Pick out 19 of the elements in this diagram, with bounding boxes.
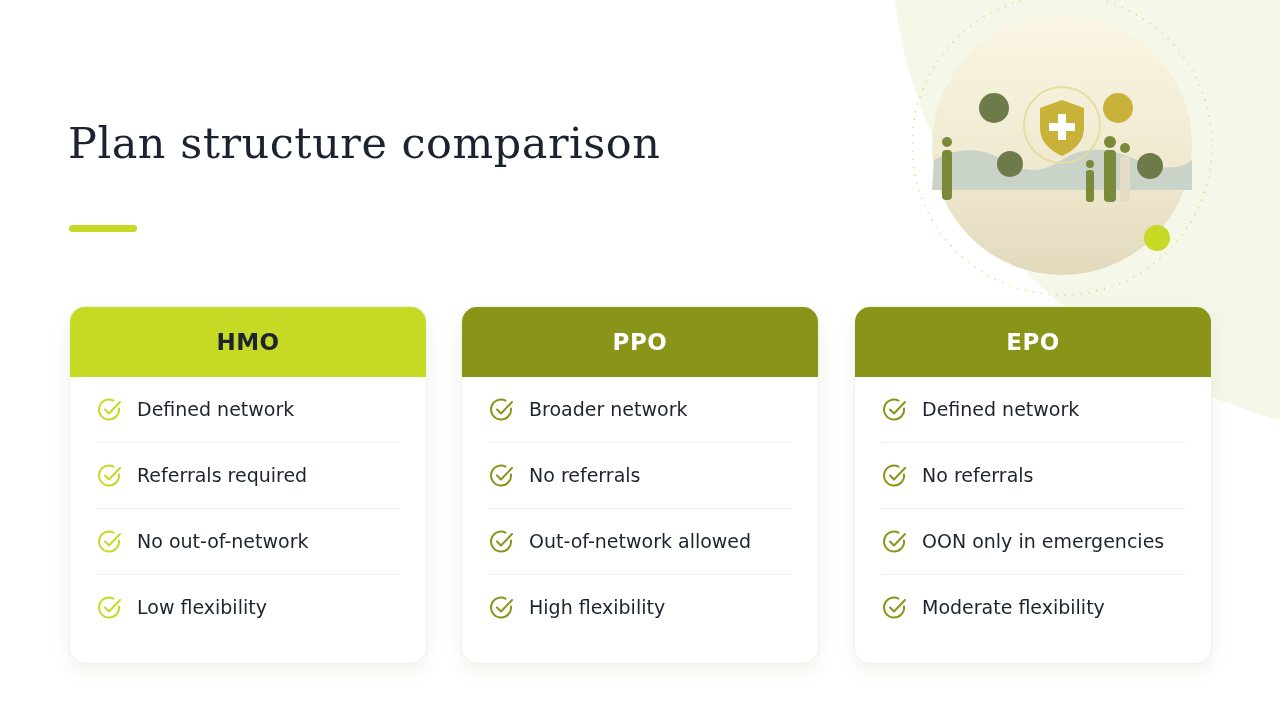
- feature-text: Broader network: [529, 397, 688, 423]
- feature-text: Out-of-network allowed: [529, 529, 752, 555]
- card-header: EPO: [855, 307, 1211, 377]
- feature-text: Defined network: [922, 397, 1080, 423]
- card-header: PPO: [462, 307, 818, 377]
- plan-card: [69, 306, 427, 664]
- feature-text: OON only in emergencies: [922, 529, 1165, 555]
- feature-text: No referrals: [529, 463, 641, 489]
- card-header: HMO: [70, 307, 426, 377]
- slide-title: Plan structure comparison: [68, 118, 661, 168]
- feature-text: Low flexibility: [137, 595, 267, 621]
- feature-text: Referrals required: [137, 463, 308, 489]
- feature-text: No out-of-network: [137, 529, 309, 555]
- plan-card: [854, 306, 1212, 664]
- feature-text: No referrals: [922, 463, 1034, 489]
- feature-text: Defined network: [137, 397, 295, 423]
- plan-card: [461, 306, 819, 664]
- feature-text: High flexibility: [529, 595, 666, 621]
- feature-text: Moderate flexibility: [922, 595, 1105, 621]
